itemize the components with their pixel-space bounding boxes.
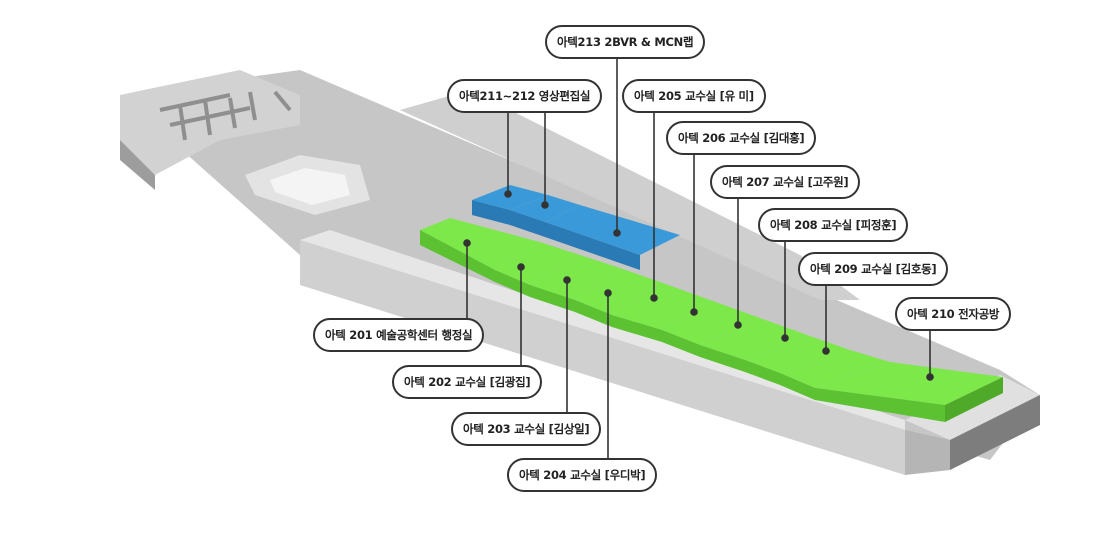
leader-dot-209 <box>822 347 830 355</box>
leader-dot-203 <box>563 276 571 284</box>
left-wing-front <box>120 140 155 190</box>
room-210 <box>815 362 1003 405</box>
front-wall <box>300 240 905 475</box>
leader-dot-211b <box>541 201 549 209</box>
leader-dot-206 <box>690 308 698 316</box>
room-208-side <box>745 360 780 385</box>
right-end-side <box>905 430 950 475</box>
leader-dot-204 <box>604 289 612 297</box>
room-213-side <box>545 222 640 270</box>
room-212-side <box>510 210 545 237</box>
room-203-side <box>530 285 575 312</box>
room-206-side <box>662 330 700 357</box>
leader-dot-211a <box>504 190 512 198</box>
room-209-side <box>780 373 815 400</box>
label-202: 아텍 202 교수실 [김광집] <box>392 365 543 399</box>
room-211-side <box>472 200 510 225</box>
room-207-side <box>700 345 745 372</box>
room-206 <box>662 300 760 345</box>
right-end-front <box>950 395 1040 470</box>
room-209 <box>780 350 890 388</box>
leader-dot-207 <box>734 321 742 329</box>
room-208 <box>745 336 850 373</box>
room-202 <box>495 242 580 285</box>
label-207: 아텍 207 교수실 [고주원] <box>710 165 861 199</box>
label-210: 아텍 210 전자공방 <box>895 297 1012 331</box>
label-205: 아텍 205 교수실 [유 미] <box>622 79 766 113</box>
back-roof <box>400 90 860 300</box>
room-210-end <box>945 377 1003 422</box>
room-204 <box>575 268 660 315</box>
room-201-side <box>420 230 495 282</box>
room-201 <box>420 218 540 270</box>
room-204-side <box>575 300 612 327</box>
leader-dot-201 <box>463 239 471 247</box>
front-wall-top <box>300 230 905 430</box>
leader-dot-213 <box>613 229 621 237</box>
room-207 <box>700 318 810 360</box>
room-203 <box>530 255 620 300</box>
label-201: 아텍 201 예술공학센터 행정실 <box>313 318 485 352</box>
leader-dot-202 <box>517 263 525 271</box>
inner-walls <box>159 90 292 141</box>
room-205 <box>612 282 710 330</box>
label-204: 아텍 204 교수실 [우디박] <box>507 458 658 492</box>
blue-rooms <box>472 185 680 270</box>
label-213: 아텍213 2BVR & MCN랩 <box>545 25 706 59</box>
label-211-212: 아텍211~212 영상편집실 <box>447 79 603 113</box>
leader-dot-210 <box>926 373 934 381</box>
label-206: 아텍 206 교수실 [김대홍] <box>666 121 817 155</box>
label-209: 아텍 209 교수실 [김호동] <box>798 252 949 286</box>
room-210-front <box>815 388 945 422</box>
room-205-side <box>612 315 662 342</box>
leader-dot-205 <box>650 294 658 302</box>
leader-dot-208 <box>781 334 789 342</box>
room-213 <box>545 205 680 255</box>
green-rooms <box>420 218 1003 422</box>
room-211 <box>472 185 548 210</box>
label-203: 아텍 203 교수실 [김상일] <box>451 412 602 446</box>
leader-lines <box>463 58 934 458</box>
courtyard-void <box>270 168 350 205</box>
label-208: 아텍 208 교수실 [피정훈] <box>758 208 909 242</box>
